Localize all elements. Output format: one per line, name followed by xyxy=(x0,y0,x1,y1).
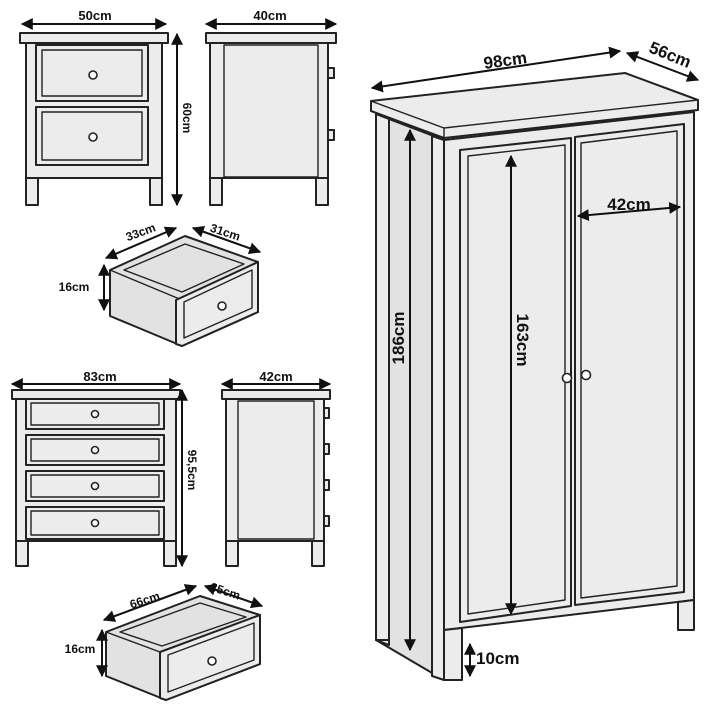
nightstand-front-view: 50cm 60cm xyxy=(19,8,194,207)
chest-drawer-height-label: 16cm xyxy=(65,642,96,656)
wardrobe-view: 98cm 56cm 186cm 163cm 42cm 10cm xyxy=(370,38,700,681)
nightstand-body xyxy=(25,42,163,179)
nightstand-leg xyxy=(25,177,39,206)
knob-icon xyxy=(207,656,217,666)
chest-width-label: 83cm xyxy=(83,369,116,384)
knob-icon xyxy=(217,301,227,311)
knob-icon xyxy=(323,443,330,455)
chest-depth-label: 42cm xyxy=(259,369,292,384)
knob-icon xyxy=(90,481,100,491)
wardrobe-leg-height-label: 10cm xyxy=(476,649,519,668)
nightstand-side-view: 40cm xyxy=(204,8,338,206)
nightstand-width-label: 50cm xyxy=(78,8,111,23)
knob-icon xyxy=(90,445,100,455)
chest-front-view: 83cm 95,5cm xyxy=(10,369,199,568)
knob-icon xyxy=(580,369,592,381)
wardrobe-inner-height-label: 163cm xyxy=(513,314,532,367)
knob-icon xyxy=(323,515,330,527)
wardrobe-door-right xyxy=(574,123,685,606)
wardrobe-door-width-label: 42cm xyxy=(607,195,650,214)
dimension-arrow xyxy=(102,584,198,622)
wardrobe-door-left xyxy=(459,137,572,623)
chest-drawer-depth-label: 35cm xyxy=(208,580,242,603)
wardrobe-height-label: 186cm xyxy=(389,312,408,365)
wardrobe-depth-label: 56cm xyxy=(646,38,693,72)
nightstand-drawer-top xyxy=(35,44,149,102)
knob-icon xyxy=(90,409,100,419)
dimension-arrow xyxy=(104,226,178,260)
nightstand-drawer-view: 33cm 31cm 16cm xyxy=(59,220,262,347)
dimension-arrow xyxy=(576,201,682,222)
nightstand-drawer-width-label: 33cm xyxy=(124,220,158,244)
nightstand-depth-label: 40cm xyxy=(253,8,286,23)
knob-icon xyxy=(323,479,330,491)
knob-icon xyxy=(323,407,330,419)
dimension-arrow xyxy=(191,225,262,255)
chest-drawer-view: 66cm 35cm 16cm xyxy=(65,580,264,701)
knob-icon xyxy=(561,372,573,384)
nightstand-drawer-bottom xyxy=(35,106,149,166)
chest-side-view: 42cm xyxy=(220,369,332,567)
knob-icon xyxy=(88,132,98,142)
knob-icon xyxy=(90,518,100,528)
wardrobe-leg xyxy=(677,599,695,631)
chest-drawer-width-label: 66cm xyxy=(128,589,162,612)
dimension-arrow xyxy=(625,51,700,82)
knob-icon xyxy=(88,70,98,80)
nightstand-drawer-height-label: 16cm xyxy=(59,280,90,294)
wardrobe-width-label: 98cm xyxy=(482,48,528,73)
nightstand-height-label: 60cm xyxy=(180,103,194,134)
nightstand-leg xyxy=(149,177,163,206)
knob-icon xyxy=(327,67,335,79)
knob-icon xyxy=(327,129,335,141)
dimension-arrow xyxy=(203,583,264,609)
nightstand-top xyxy=(19,32,169,44)
wardrobe-leg xyxy=(443,627,463,681)
chest-height-label: 95,5cm xyxy=(185,450,199,491)
dimension-arrow xyxy=(370,46,622,93)
